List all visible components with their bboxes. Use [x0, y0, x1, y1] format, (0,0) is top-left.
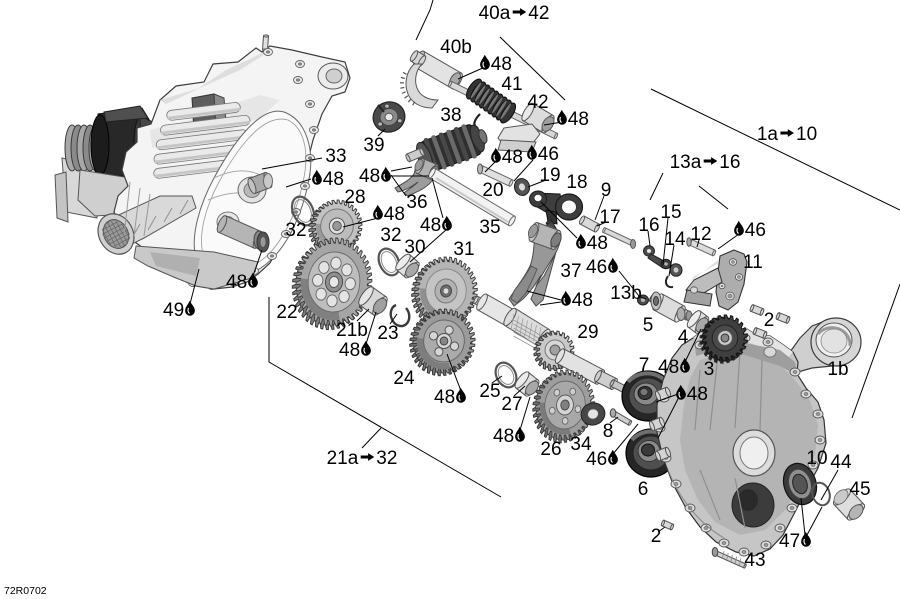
- svg-text:28: 28: [344, 187, 365, 208]
- svg-text:20: 20: [482, 180, 503, 201]
- svg-text:3: 3: [704, 359, 715, 380]
- svg-text:46: 46: [538, 144, 559, 165]
- svg-text:32: 32: [380, 225, 401, 246]
- svg-text:46: 46: [745, 220, 766, 241]
- svg-text:37: 37: [560, 261, 581, 282]
- svg-text:4: 4: [678, 327, 689, 348]
- svg-text:12: 12: [690, 224, 711, 245]
- svg-text:21a: 21a: [327, 448, 359, 469]
- svg-text:23: 23: [377, 323, 398, 344]
- svg-text:48: 48: [572, 290, 593, 311]
- svg-text:1b: 1b: [827, 359, 848, 380]
- svg-text:31: 31: [453, 239, 474, 260]
- svg-text:24: 24: [393, 368, 415, 389]
- svg-text:40b: 40b: [440, 37, 472, 58]
- svg-text:8: 8: [603, 421, 614, 442]
- svg-text:46: 46: [586, 449, 607, 470]
- svg-text:15: 15: [660, 202, 681, 223]
- svg-text:36: 36: [406, 192, 427, 213]
- svg-text:16: 16: [638, 215, 659, 236]
- svg-text:48: 48: [491, 54, 512, 75]
- svg-text:26: 26: [540, 439, 561, 460]
- svg-text:48: 48: [568, 109, 589, 130]
- svg-text:34: 34: [570, 434, 592, 455]
- svg-text:48: 48: [339, 340, 360, 361]
- svg-text:22: 22: [276, 302, 297, 323]
- svg-text:42: 42: [528, 3, 549, 24]
- svg-text:19: 19: [539, 165, 560, 186]
- svg-text:48: 48: [658, 357, 679, 378]
- svg-text:27: 27: [501, 394, 522, 415]
- svg-text:42: 42: [527, 92, 548, 113]
- svg-text:48: 48: [587, 233, 608, 254]
- svg-text:41: 41: [501, 74, 522, 95]
- svg-text:48: 48: [434, 387, 455, 408]
- svg-text:14: 14: [664, 229, 686, 250]
- svg-text:11: 11: [743, 252, 763, 273]
- svg-text:32: 32: [376, 448, 397, 469]
- svg-text:5: 5: [643, 315, 654, 336]
- svg-text:9: 9: [601, 180, 612, 201]
- svg-text:47: 47: [779, 531, 800, 552]
- svg-text:48: 48: [384, 204, 405, 225]
- svg-text:48: 48: [323, 169, 344, 190]
- svg-text:48: 48: [226, 272, 247, 293]
- svg-text:48: 48: [420, 215, 441, 236]
- svg-text:40a: 40a: [479, 3, 511, 24]
- svg-text:48: 48: [359, 166, 380, 187]
- svg-text:10: 10: [806, 448, 827, 469]
- svg-text:21b: 21b: [336, 320, 368, 341]
- svg-text:1a: 1a: [757, 124, 779, 145]
- svg-text:46: 46: [586, 257, 607, 278]
- svg-text:16: 16: [719, 152, 740, 173]
- svg-text:10: 10: [796, 124, 817, 145]
- svg-text:6: 6: [638, 479, 649, 500]
- svg-text:49: 49: [163, 300, 184, 321]
- svg-text:44: 44: [830, 452, 852, 473]
- svg-text:30: 30: [404, 237, 425, 258]
- svg-text:2: 2: [764, 310, 775, 331]
- svg-text:48: 48: [687, 384, 708, 405]
- svg-text:45: 45: [849, 479, 870, 500]
- svg-text:35: 35: [479, 217, 500, 238]
- svg-text:2: 2: [651, 526, 662, 547]
- svg-text:32: 32: [285, 220, 306, 241]
- svg-text:13a: 13a: [670, 152, 702, 173]
- svg-text:7: 7: [639, 355, 650, 376]
- svg-text:48: 48: [502, 147, 523, 168]
- svg-text:29: 29: [577, 322, 598, 343]
- svg-text:43: 43: [744, 550, 765, 571]
- svg-text:25: 25: [479, 381, 500, 402]
- svg-text:39: 39: [363, 135, 384, 156]
- svg-text:13b: 13b: [610, 283, 642, 304]
- svg-text:17: 17: [599, 207, 620, 228]
- svg-text:33: 33: [325, 146, 346, 167]
- svg-text:48: 48: [493, 426, 514, 447]
- svg-text:72R0702: 72R0702: [4, 585, 47, 597]
- svg-text:38: 38: [440, 105, 461, 126]
- svg-text:18: 18: [566, 172, 587, 193]
